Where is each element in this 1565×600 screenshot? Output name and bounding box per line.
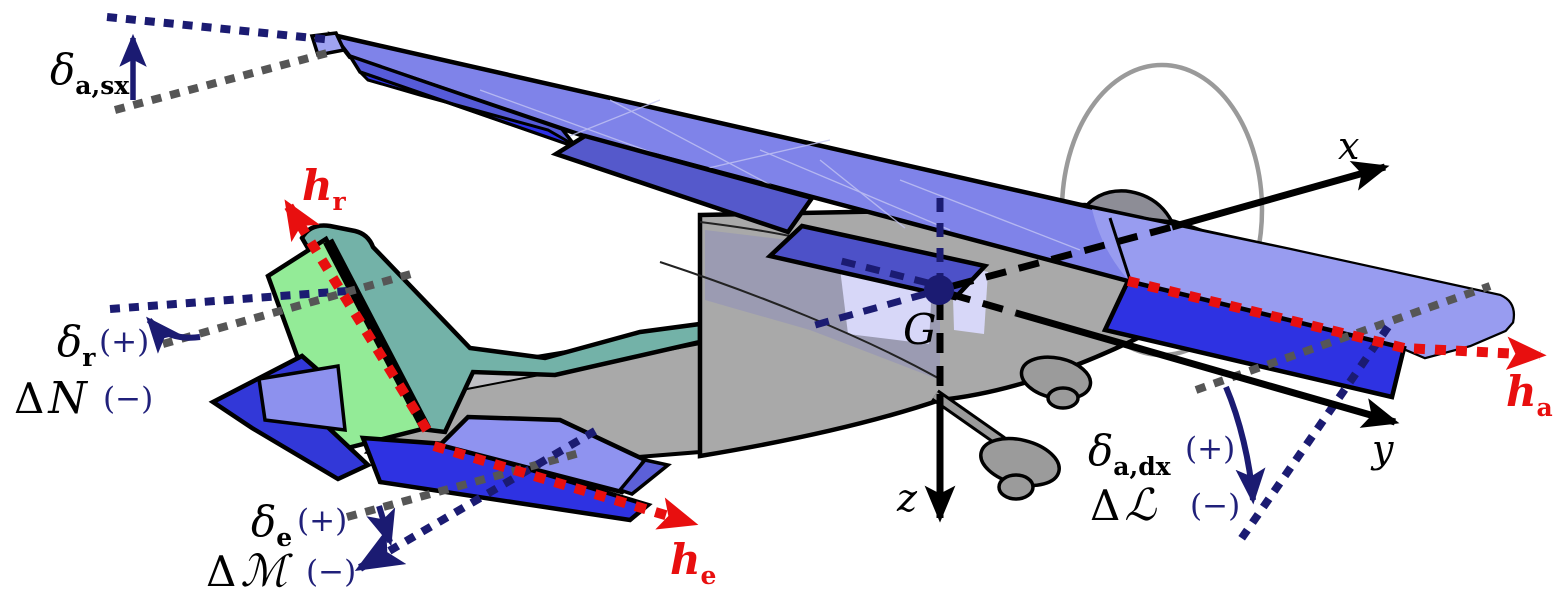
deflected-chord-right-aileron [1233, 324, 1392, 548]
deflected-chord-rudder [109, 287, 348, 313]
label-h-e: he [670, 535, 716, 590]
label-y-axis: y [1370, 427, 1394, 471]
rudder-hinge-line [283, 199, 432, 433]
x-axis-negative [807, 290, 926, 331]
stabilizer-tip [617, 458, 672, 496]
reference-chord-elevator [345, 448, 585, 521]
nose-wheel [1046, 386, 1080, 410]
label-delta-a-dx: δa,dx [1088, 426, 1172, 481]
main-wheel [997, 473, 1035, 501]
label-h-r: hr [302, 161, 347, 216]
center-of-gravity-dot [924, 275, 954, 305]
deflected-chord-elevator [354, 427, 598, 572]
label-z-axis: z [896, 476, 918, 520]
label-delta-e-sign: (+) [297, 503, 347, 539]
y-axis [1015, 309, 1400, 428]
rudder-deflection-arrow [146, 316, 201, 354]
body-axes [807, 160, 1400, 523]
label-x-axis: x [1338, 124, 1359, 168]
right-aileron-annotation [1126, 276, 1547, 548]
y-axis-negative [832, 255, 929, 287]
left-aileron-annotation [106, 13, 334, 114]
wing-outboard-panel [1092, 209, 1513, 357]
elevator-deflection-arrow [366, 505, 396, 547]
right-aileron-deflection-arrow [1223, 385, 1266, 505]
wing-mesh-lines [479, 89, 1081, 251]
label-delta-M: Δℳ [206, 546, 293, 597]
elevator-hinge-line [432, 441, 699, 530]
left-flap [550, 133, 816, 235]
wing [309, 31, 1515, 360]
landing-gear [931, 355, 1093, 501]
x-axis [1171, 160, 1390, 231]
label-delta-L: Δℒ [1090, 480, 1157, 531]
label-delta-N: ΔN [14, 373, 88, 424]
rudder-hinge-band [323, 238, 431, 432]
label-delta-N-sign: (−) [103, 381, 153, 417]
reference-chord-rudder [161, 268, 420, 348]
reference-chord-left-aileron [113, 48, 333, 114]
label-delta-r: δr [57, 317, 96, 372]
y-axis-dashed [949, 290, 1017, 317]
engine-cowl [1078, 189, 1176, 225]
elevator-annotation [345, 427, 699, 572]
right-stabilizer [435, 414, 649, 495]
label-delta-L-sign: (−) [1190, 488, 1240, 524]
aileron-hinge-line [1126, 276, 1547, 370]
label-h-a: ha [1506, 367, 1553, 422]
label-delta-r-sign: (+) [99, 324, 149, 360]
deflected-chord-left-aileron [106, 13, 334, 44]
label-cg: G [903, 305, 937, 354]
left-stabilizer [208, 353, 372, 482]
label-delta-M-sign: (−) [306, 554, 356, 590]
label-delta-a-dx-sign: (+) [1185, 431, 1235, 467]
rudder-annotation [109, 199, 432, 433]
reference-chord-right-aileron [1194, 282, 1492, 394]
label-delta-e: δe [251, 497, 292, 552]
label-delta-a-sx: δa,sx [50, 45, 130, 100]
x-axis-dashed [952, 223, 1173, 290]
